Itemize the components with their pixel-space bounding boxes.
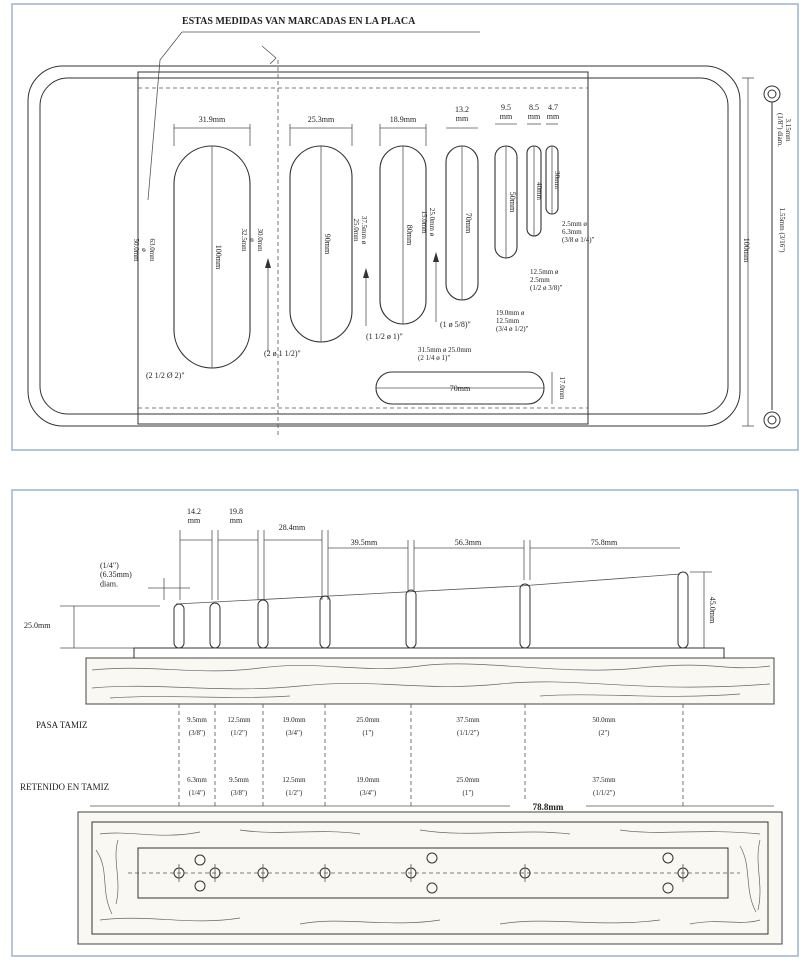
metal-strip-side: [133, 647, 725, 659]
rod-note: (1/4")(6.35mm)diam.: [100, 561, 132, 588]
plate-outer-frame: [27, 65, 741, 427]
note-37-25: 37.5mm ø25.0mm: [352, 216, 368, 245]
wood-grain-top: [95, 829, 761, 925]
overall-height: 100mm: [742, 238, 751, 263]
svg-text:19.0mm: 19.0mm: [356, 776, 380, 784]
pasa-values: 9.5mm (3/8") 12.5mm (1/2") 19.0mm (3/4")…: [187, 716, 616, 737]
wood-base-top: [77, 811, 783, 945]
svg-text:19.0mm: 19.0mm: [282, 716, 306, 724]
slot-length-100: 100mm: [214, 245, 223, 270]
slot-length-40: 40mm: [535, 182, 543, 200]
hook-profile: [763, 85, 781, 429]
wood-grain-side: [91, 663, 771, 699]
projection-lines: [178, 704, 684, 806]
svg-text:50.0mm: 50.0mm: [592, 716, 616, 724]
marker-arrows: [265, 252, 439, 352]
fraction-4: (1 ø 5/8)": [440, 320, 471, 329]
retenido-label: RETENIDO EN TAMIZ: [20, 782, 109, 792]
slot-length-80: 80mm: [405, 225, 414, 246]
svg-text:(1/2"): (1/2"): [286, 789, 303, 797]
width-label-25-3: 25.3mm: [308, 115, 335, 124]
svg-text:6.3mm: 6.3mm: [187, 776, 207, 784]
svg-text:(3/4"): (3/4"): [360, 789, 377, 797]
svg-text:9.5mm: 9.5mm: [187, 716, 207, 724]
svg-text:(1/4"): (1/4"): [189, 789, 206, 797]
svg-text:(1/2"): (1/2"): [231, 729, 248, 737]
note-25-15: 25.0mm ø15.0mm: [420, 208, 436, 237]
spacing-56-3: 56.3mm: [455, 538, 482, 547]
note-30-32: 30.0mmø32.5mm: [240, 228, 264, 252]
svg-text:(3/8"): (3/8"): [189, 729, 206, 737]
bottom-note: 31.5mm ø 25.0mm(2 1/4 ø 1)": [418, 346, 472, 362]
spacing-28-4: 28.4mm: [279, 523, 306, 532]
left-height: 25.0mm: [24, 621, 51, 630]
rods: [173, 571, 689, 649]
fraction-2: (2 ø 1 1/2)": [264, 349, 301, 358]
svg-text:(3/4"): (3/4"): [286, 729, 303, 737]
svg-text:(3/8"): (3/8"): [231, 789, 248, 797]
right-height: 45.0mm: [708, 597, 717, 624]
svg-text:9.5mm: 9.5mm: [229, 776, 249, 784]
fraction-3: (1 1/2 ø 1)": [366, 332, 403, 341]
svg-text:12.5mm: 12.5mm: [227, 716, 251, 724]
slot-horizontal-height: 17.0mm: [558, 376, 566, 400]
pasa-label: PASA TAMIZ: [36, 720, 88, 730]
hook-dia: 3.15mm(1/8") diam.: [776, 113, 792, 147]
svg-text:25.0mm: 25.0mm: [456, 776, 480, 784]
svg-text:(1/1/2"): (1/1/2"): [457, 729, 480, 737]
spacing-75-8: 75.8mm: [591, 538, 618, 547]
svg-text:(1"): (1"): [362, 729, 374, 737]
plate: [137, 71, 589, 425]
svg-text:(1/1/2"): (1/1/2"): [593, 789, 616, 797]
top-title: ESTAS MEDIDAS VAN MARCADAS EN LA PLACA: [182, 16, 416, 27]
svg-text:37.5mm: 37.5mm: [456, 716, 480, 724]
slot-length-90: 90mm: [323, 234, 332, 255]
slot-length-50: 50mm: [508, 192, 517, 213]
rod-positions: [173, 864, 689, 882]
fraction-1: (2 1/2 Ø 2)": [146, 371, 185, 380]
mount-holes: [194, 852, 674, 894]
rod-dia: 1.55mm (3/16"): [778, 208, 786, 254]
width-label-18-9: 18.9mm: [390, 115, 417, 124]
svg-text:12.5mm: 12.5mm: [282, 776, 306, 784]
top-panel-frame: [11, 3, 799, 451]
slot-horizontal-label: 70mm: [450, 384, 471, 393]
svg-text:25.0mm: 25.0mm: [356, 716, 380, 724]
width-dimensions: [173, 123, 558, 146]
svg-text:(2"): (2"): [598, 729, 610, 737]
width-label-31-9: 31.9mm: [199, 115, 226, 124]
slot-length-30: 30mm: [553, 171, 561, 189]
svg-text:37.5mm: 37.5mm: [592, 776, 616, 784]
retenido-values: 6.3mm (1/4") 9.5mm (3/8") 12.5mm (1/2") …: [187, 776, 616, 797]
svg-text:(1"): (1"): [462, 789, 474, 797]
slot-length-70: 70mm: [464, 213, 473, 234]
spacing-39-5: 39.5mm: [351, 538, 378, 547]
base-length: 78.8mm: [533, 802, 564, 812]
bottom-panel-frame: [11, 489, 799, 957]
spacing-dimensions: [179, 530, 680, 600]
note-63-50: 63.0mmø50.0mm: [132, 238, 156, 262]
slot-group: 100mm 90mm 80mm 70mm 50mm 40mm 30mm: [173, 145, 561, 369]
